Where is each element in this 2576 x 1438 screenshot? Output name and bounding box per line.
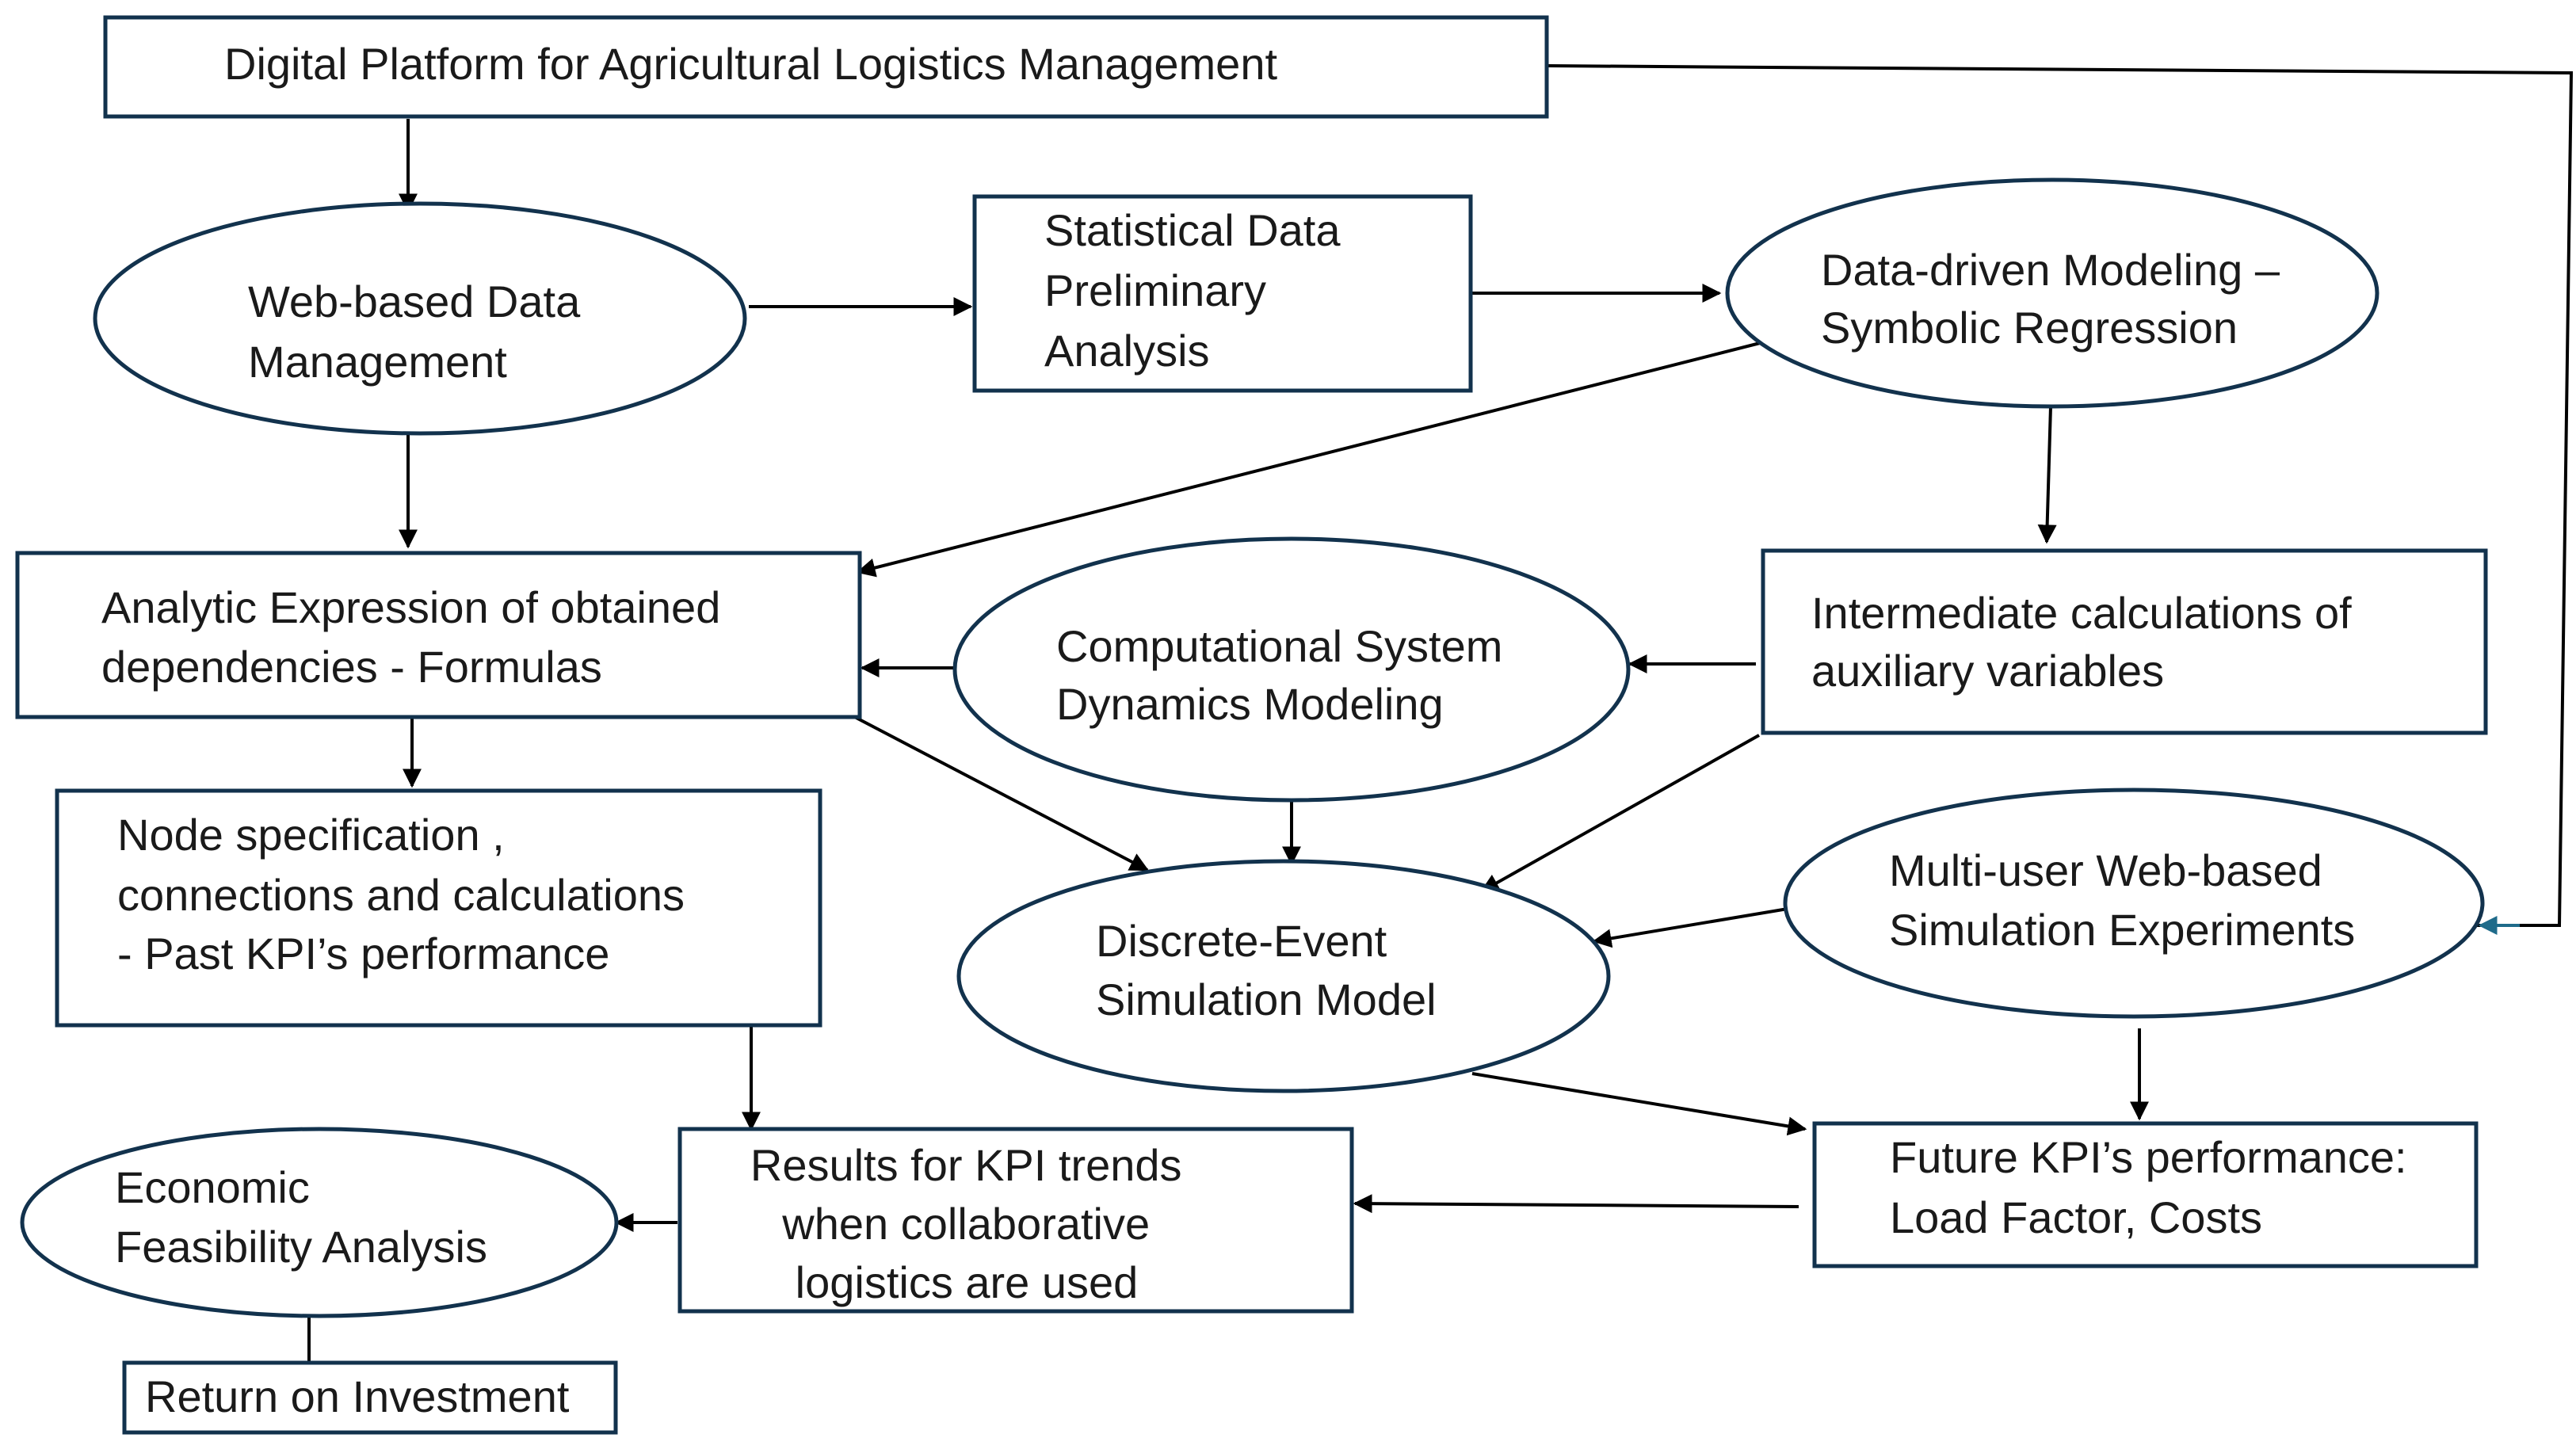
edges <box>307 64 2574 1363</box>
node-web-data: Web-based Data Management <box>93 201 747 436</box>
node-future-kpi-label: Future KPI’s performance: Load Factor, C… <box>1890 1132 2419 1242</box>
edge-future-kpi-to-results-kpi <box>1353 1194 1799 1214</box>
node-multi-user-label: Multi-user Web-based Simulation Experime… <box>1889 845 2355 955</box>
node-economic-label: Economic Feasibility Analysis <box>115 1162 487 1272</box>
node-analytic-expression: Analytic Expression of obtained dependen… <box>15 551 862 719</box>
node-economic: Economic Feasibility Analysis <box>20 1127 619 1318</box>
edge-symbolic-regression-to-intermediate-calc <box>2037 406 2057 544</box>
node-stat-analysis-label: Statistical Data Preliminary Analysis <box>1044 205 1353 376</box>
edge-symbolic-regression-to-analytic-expression <box>856 341 1764 578</box>
node-analytic-expression-label: Analytic Expression of obtained dependen… <box>101 582 733 692</box>
edge-intermediate-calc-to-discrete-event <box>1479 734 1760 893</box>
node-roi: Return on Investment <box>122 1360 618 1435</box>
node-symbolic-regression-label: Data-driven Modeling – Symbolic Regressi… <box>1821 245 2292 353</box>
node-system-dynamics: Computational System Dynamics Modeling <box>952 536 1631 803</box>
node-discrete-event-label: Discrete-Event Simulation Model <box>1096 916 1437 1024</box>
node-future-kpi: Future KPI’s performance: Load Factor, C… <box>1812 1121 2479 1268</box>
edge-analytic-expression-to-discrete-event <box>849 713 1150 872</box>
node-intermediate-calc-label: Intermediate calculations of auxiliary v… <box>1811 588 2364 696</box>
node-results-kpi: Results for KPI trends when collaborativ… <box>677 1127 1354 1314</box>
node-system-dynamics-label: Computational System Dynamics Modeling <box>1056 621 1515 729</box>
node-node-spec-label: Node specification , connections and cal… <box>117 810 697 978</box>
node-web-data-label: Web-based Data Management <box>248 277 593 387</box>
node-platform-label: Digital Platform for Agricultural Logist… <box>224 39 1277 89</box>
node-discrete-event: Discrete-Event Simulation Model <box>956 859 1611 1093</box>
node-platform: Digital Platform for Agricultural Logist… <box>103 15 1549 119</box>
node-results-kpi-label: Results for KPI trends when collaborativ… <box>750 1140 1194 1307</box>
edge-discrete-event-to-future-kpi <box>1471 1072 1807 1136</box>
node-roi-label: Return on Investment <box>145 1371 570 1421</box>
node-intermediate-calc: Intermediate calculations of auxiliary v… <box>1761 548 2488 735</box>
edge-multi-user-to-discrete-event <box>1592 904 1807 948</box>
node-node-spec: Node specification , connections and cal… <box>55 788 822 1028</box>
node-symbolic-regression: Data-driven Modeling – Symbolic Regressi… <box>1725 177 2379 409</box>
node-multi-user: Multi-user Web-based Simulation Experime… <box>1783 788 2485 1019</box>
node-stat-analysis: Statistical Data Preliminary Analysis <box>972 194 1473 393</box>
